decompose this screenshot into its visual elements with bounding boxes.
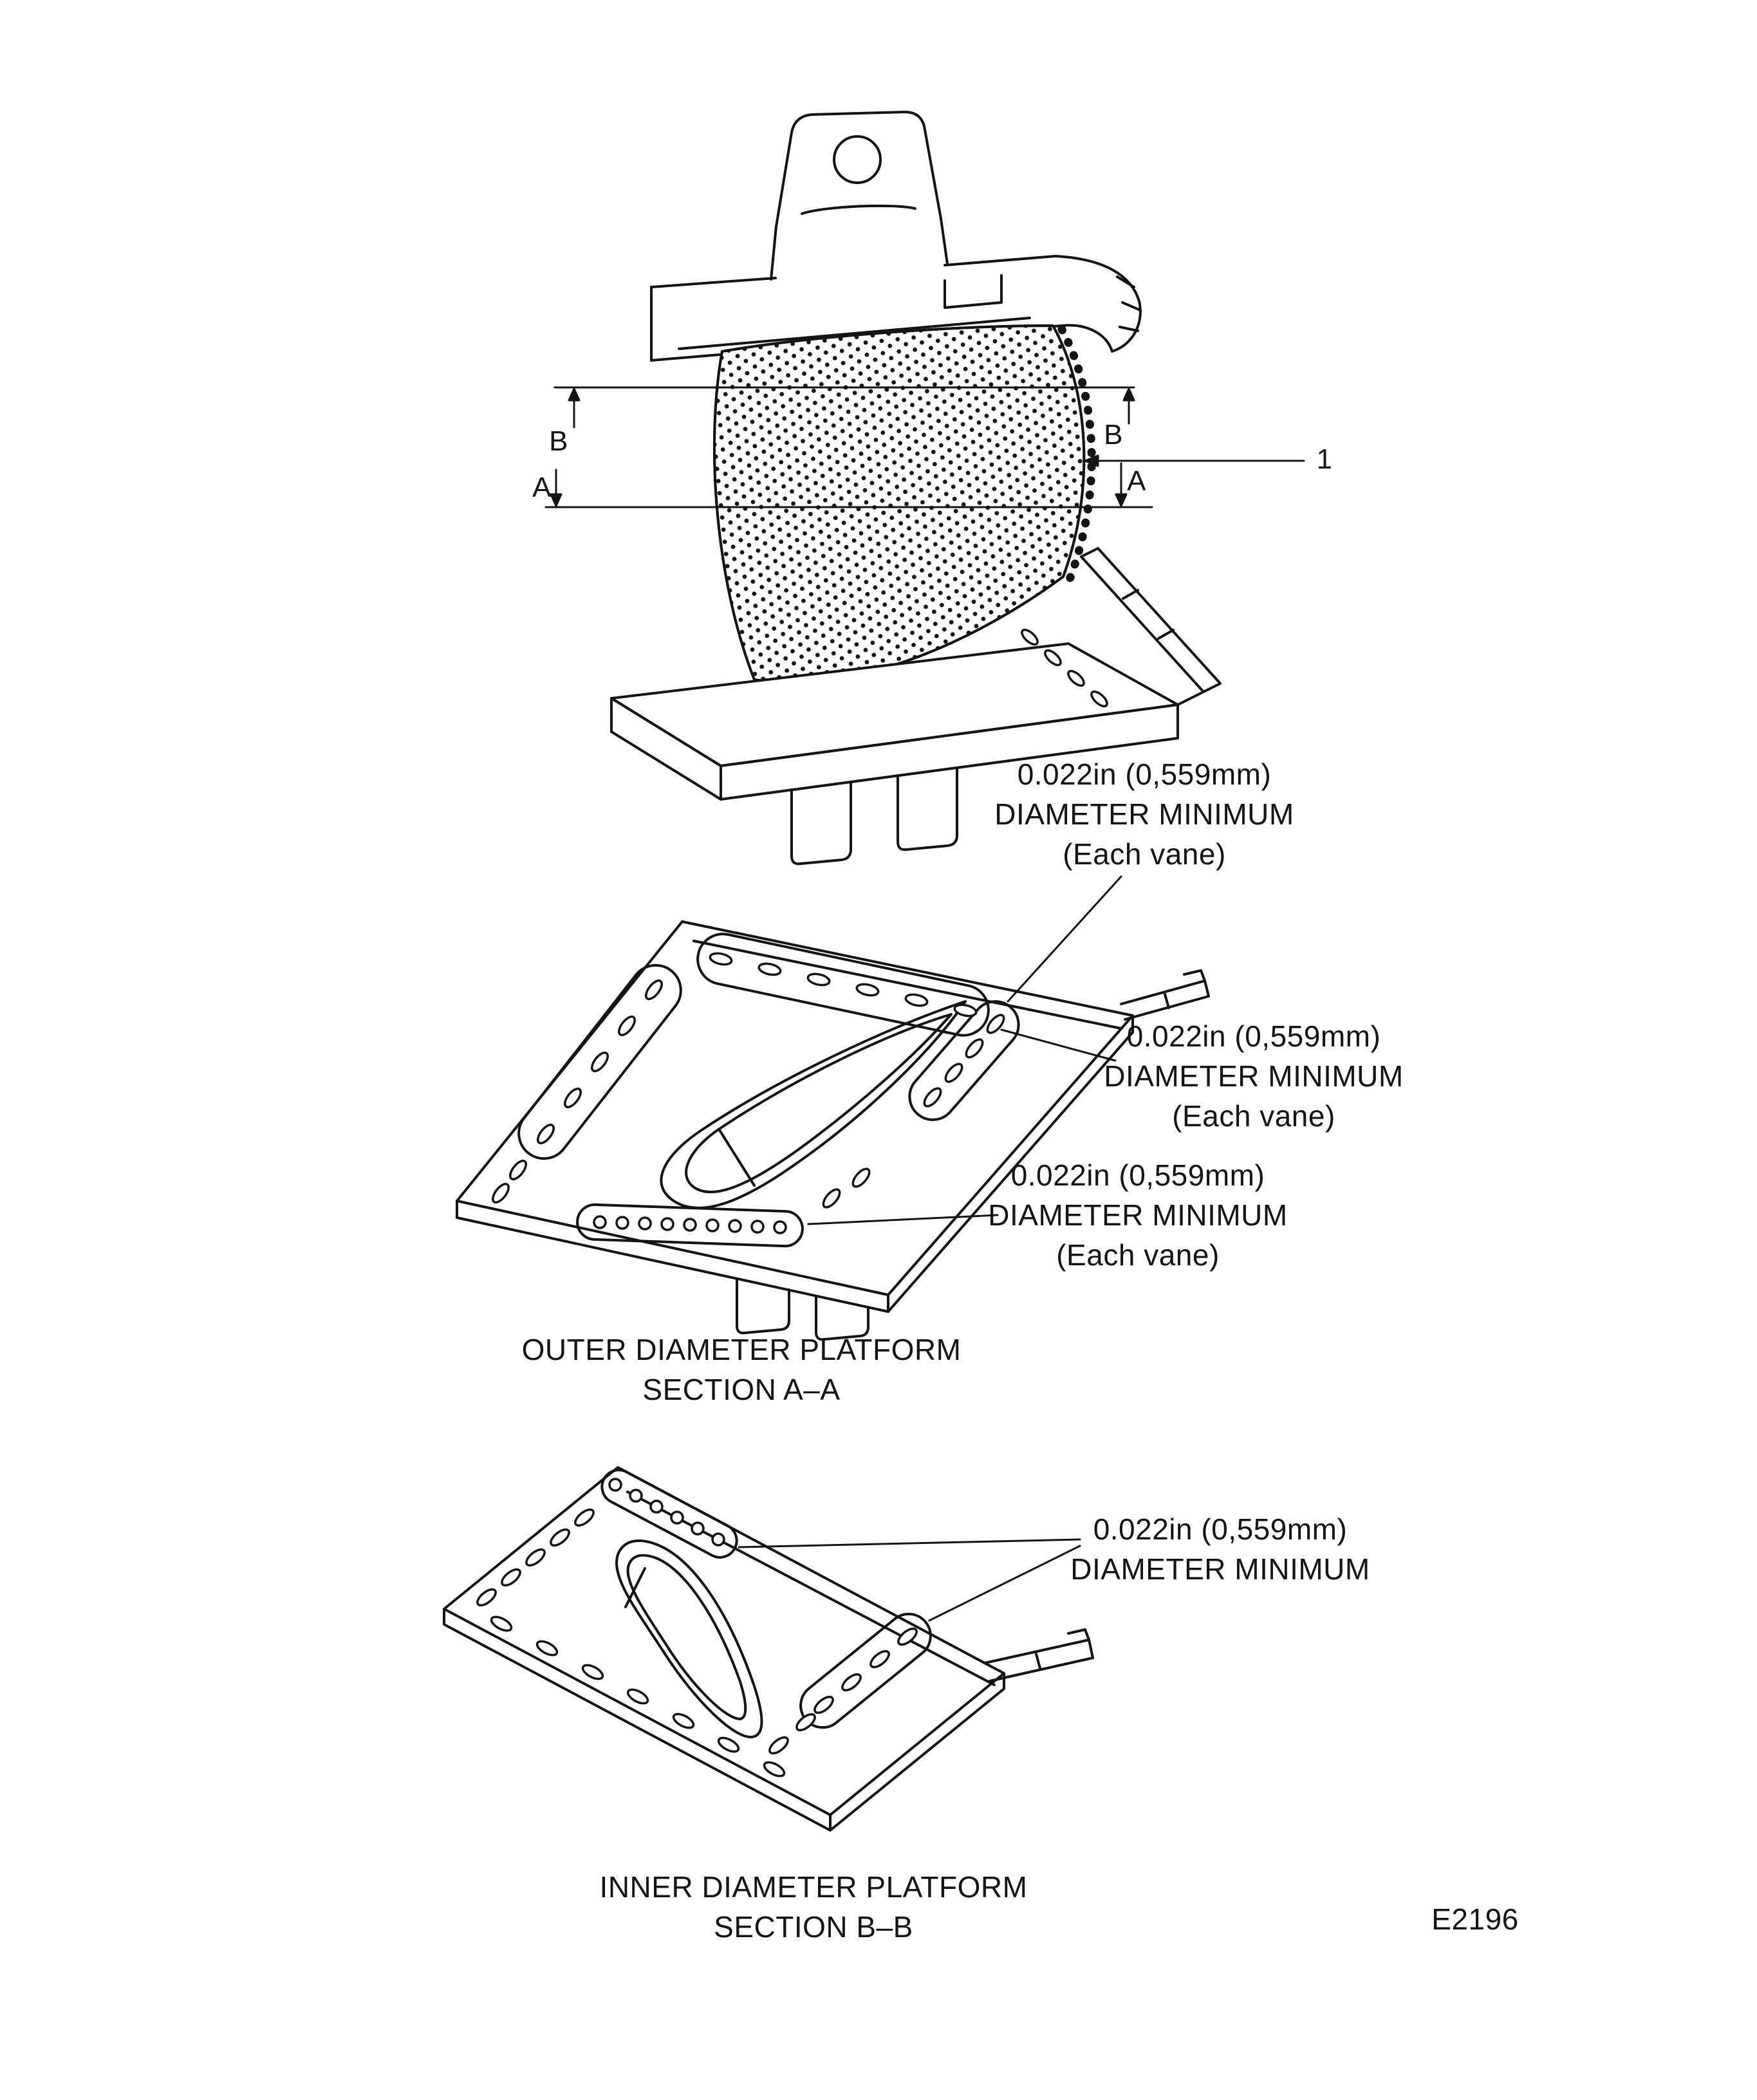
arrow-up-icon: [1122, 387, 1135, 402]
vane-isometric-figure: [610, 111, 1222, 866]
airfoil-cross-section: [660, 1000, 967, 1209]
hole-spec-outer-right: 0.022in (0,559mm) DIAMETER MINIMUM (Each…: [1104, 1016, 1403, 1136]
outer-platform-caption: OUTER DIAMETER PLATFORM SECTION A–A: [522, 1330, 962, 1409]
platform-rail: [983, 1628, 1094, 1682]
inner-platform-caption: INNER DIAMETER PLATFORM SECTION B–B: [600, 1867, 1028, 1947]
figure-number: E2196: [1431, 1902, 1519, 1936]
spec-size: 0.022in (0,559mm): [1093, 1512, 1348, 1546]
outer-shroud: [650, 255, 1142, 362]
platform-legs: [736, 1278, 869, 1341]
inner-platform-section-figure: [443, 1466, 1094, 1832]
spec-diameter: DIAMETER MINIMUM: [988, 1198, 1288, 1232]
spec-size: 0.022in (0,559mm): [1010, 1158, 1265, 1192]
section-cut-lines: [544, 386, 1153, 508]
leader-lines: [738, 1538, 1081, 1622]
spec-diameter: DIAMETER MINIMUM: [1070, 1552, 1370, 1586]
spec-size: 0.022in (0,559mm): [1017, 757, 1272, 791]
inner-shroud: [610, 642, 1179, 866]
trailing-edge-serration: [1057, 325, 1096, 584]
arrow-down-icon: [550, 493, 562, 507]
hole-spec-outer-bottom: 0.022in (0,559mm) DIAMETER MINIMUM (Each…: [988, 1155, 1287, 1275]
caption-section: SECTION A–A: [642, 1373, 841, 1406]
callout-1-label: 1: [1316, 443, 1333, 475]
caption-title: OUTER DIAMETER PLATFORM: [521, 1333, 962, 1366]
spec-diameter: DIAMETER MINIMUM: [994, 797, 1294, 831]
hole-spec-inner: 0.022in (0,559mm) DIAMETER MINIMUM: [1070, 1509, 1370, 1589]
spec-diameter: DIAMETER MINIMUM: [1104, 1059, 1404, 1093]
arrow-up-icon: [568, 387, 581, 402]
cooling-hole-ovals: [1021, 628, 1108, 708]
spec-note: (Each vane): [1063, 837, 1226, 871]
callout-1-leader: [1084, 454, 1305, 467]
lug-hole: [833, 135, 882, 184]
spec-note: (Each vane): [1172, 1099, 1335, 1133]
spec-size: 0.022in (0,559mm): [1126, 1019, 1381, 1053]
section-marker-a-left: A: [532, 472, 552, 503]
cooling-holes: [492, 952, 1005, 1234]
outer-platform-section-figure: [456, 875, 1210, 1341]
section-marker-b-left: B: [549, 425, 568, 457]
arrow-left-icon: [1084, 454, 1099, 467]
airfoil-cross-section: [615, 1539, 763, 1739]
aft-rail: [1080, 547, 1222, 706]
arrow-down-icon: [1115, 493, 1128, 507]
leader-lines: [807, 875, 1122, 1225]
caption-title: INNER DIAMETER PLATFORM: [599, 1870, 1028, 1904]
spec-note: (Each vane): [1056, 1238, 1220, 1272]
caption-section: SECTION B–B: [714, 1910, 913, 1944]
hole-spec-outer-top: 0.022in (0,559mm) DIAMETER MINIMUM (Each…: [994, 754, 1294, 874]
section-marker-b-right: B: [1104, 419, 1123, 451]
airfoil: [712, 324, 1096, 684]
section-marker-a-right: A: [1127, 465, 1146, 497]
cooling-holes: [476, 1478, 918, 1778]
platform-rail: [1120, 969, 1210, 1021]
